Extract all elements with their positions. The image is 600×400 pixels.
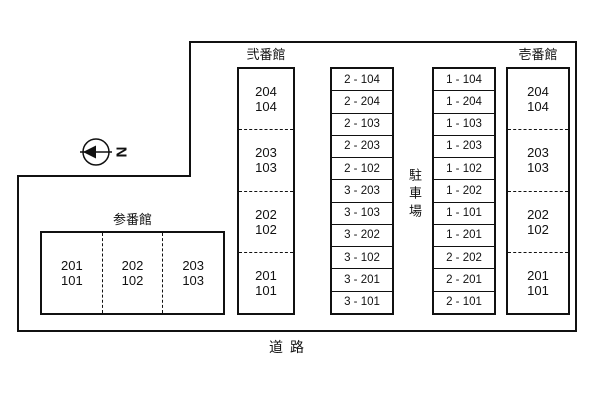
unit-number: 104 [527,99,549,115]
unit-number: 103 [255,160,277,176]
parking-space: 3 - 102 [332,246,392,268]
parking-space: 1 - 101 [434,201,494,224]
parking-space: 1 - 204 [434,90,494,112]
parking-lot-label: 駐車場 [407,168,422,222]
unit-number: 201 [255,267,277,283]
parking-space: 2 - 101 [434,290,494,313]
unit-number: 203 [527,145,549,161]
building-sanbankan-label: 参番館 [112,212,152,227]
compass-icon: N [80,138,130,166]
unit-number: 102 [255,221,277,237]
unit-number: 204 [527,84,549,100]
parking-space: 1 - 104 [446,73,482,86]
parking-space: 2 - 202 [434,246,494,268]
unit-number: 103 [182,273,205,288]
parking-space: 2 - 201 [434,268,494,290]
compass-north-letter: N [113,147,130,158]
parking-space: 3 - 203 [332,179,392,201]
unit-number: 101 [60,273,83,288]
unit-number: 202 [121,258,144,273]
road-label: 道路 [269,339,311,355]
unit-number: 104 [255,99,277,115]
parking-space: 3 - 103 [332,201,392,224]
parking-space: 3 - 101 [332,290,392,313]
building-ichibankan-label: 壱番館 [518,47,558,62]
unit-number: 103 [527,160,549,176]
site-boundary-line [17,41,577,332]
unit-number: 201 [60,258,83,273]
parking-space: 1 - 102 [434,157,494,179]
unit-number: 203 [255,145,277,161]
parking-space: 2 - 204 [332,90,392,112]
parking-space: 2 - 102 [332,157,392,179]
building-nibankan-label: 弐番館 [246,47,286,62]
parking-space: 1 - 202 [434,179,494,201]
parking-space: 3 - 201 [332,268,392,290]
unit-number: 102 [527,221,549,237]
unit-number: 201 [527,267,549,283]
parking-space: 1 - 103 [434,112,494,135]
parking-space: 3 - 202 [332,223,392,246]
parking-space: 1 - 201 [434,223,494,246]
unit-number: 203 [182,258,205,273]
unit-number: 101 [255,282,277,298]
parking-space: 2 - 203 [332,134,392,157]
parking-space: 2 - 103 [332,112,392,135]
unit-number: 204 [255,84,277,100]
unit-number: 202 [527,206,549,222]
parking-space: 2 - 104 [344,73,380,86]
parking-space: 1 - 203 [434,134,494,157]
unit-number: 101 [527,282,549,298]
unit-number: 102 [121,273,144,288]
unit-number: 202 [255,206,277,222]
